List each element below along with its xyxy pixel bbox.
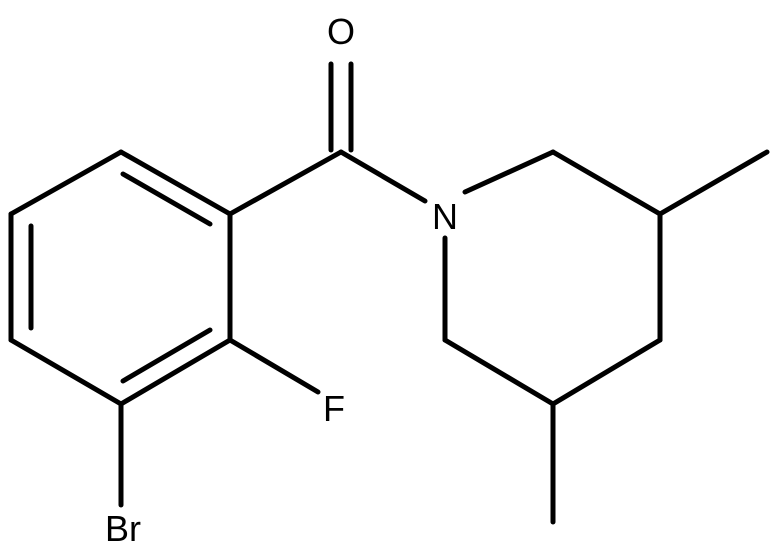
bond-ring-1-inner [120, 171, 213, 227]
atom-labels: O N F Br [105, 11, 458, 549]
bond-methyl-1 [657, 149, 770, 217]
bond-ring-5-inner [120, 327, 213, 384]
atom-oxygen: O [327, 11, 355, 52]
bond-pip-2 [550, 149, 663, 217]
bond-ring-4 [8, 337, 124, 407]
bonds [8, 61, 770, 525]
bond-ring-1 [118, 149, 233, 217]
bond-ring-5 [118, 337, 233, 407]
atom-nitrogen: N [432, 196, 458, 237]
bond-c-f [227, 337, 321, 395]
atom-bromine: Br [105, 508, 141, 549]
bond-pip-1 [462, 149, 556, 195]
bond-carbonyl-n [338, 149, 428, 204]
bond-pip-5 [442, 337, 556, 407]
bond-pip-4 [550, 337, 663, 407]
bond-carbonyl-ring [227, 149, 344, 217]
bond-ring-2 [8, 149, 124, 217]
atom-fluorine: F [323, 388, 345, 429]
